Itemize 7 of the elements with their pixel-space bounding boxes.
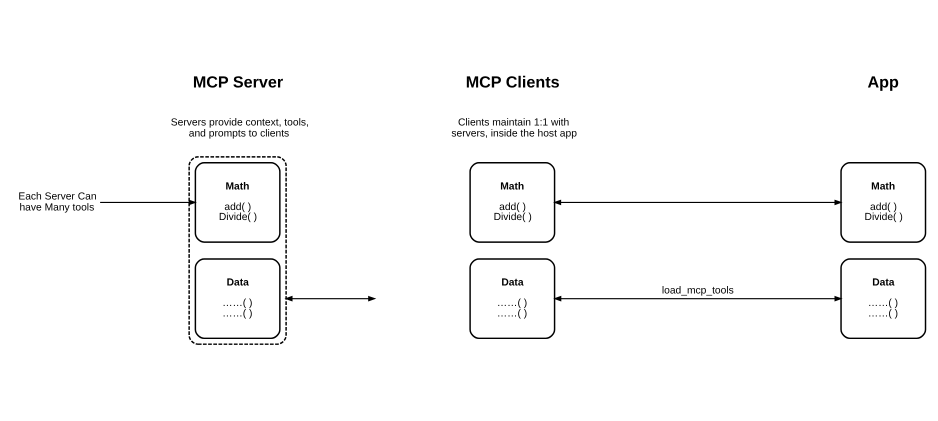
label: App (867, 74, 899, 92)
edge-label: load_mcp_tools (662, 286, 734, 297)
label: MCP Clients (466, 74, 560, 92)
label: Clients maintain 1:1 with servers, inside the host app (451, 117, 577, 140)
node-text: Each Server Can have Many tools (18, 192, 97, 214)
label: Servers provide context, tools, and prompts to clients (170, 117, 309, 140)
label: MCP Server (192, 74, 284, 92)
